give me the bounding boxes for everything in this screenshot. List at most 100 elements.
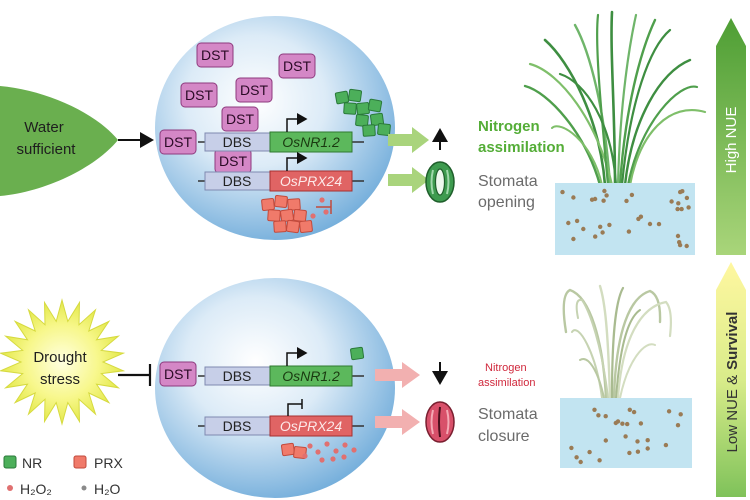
svg-text:OsNR1.2: OsNR1.2 [282,134,340,150]
prx-protein [274,195,288,208]
h2o2-molecule [307,443,313,449]
output-arrow-stomata [388,167,429,193]
output-arrow-nitrogen [375,362,420,388]
soil-particle [574,455,579,460]
soil-particle [581,226,586,232]
nr-protein [355,114,369,127]
soil-particle [638,421,644,426]
nucleus-sphere [155,278,395,498]
open-stomata-icon [425,161,455,203]
soil-particle [627,407,632,412]
legend-prx-swatch [73,455,87,469]
inhibition-arrow [118,364,152,386]
nr-protein [347,88,363,103]
nr-protein-cluster [334,88,391,137]
stomata-label-line1: Stomata [478,173,538,190]
dbs-element-nr: DBS [204,132,271,152]
soil-particle [623,434,628,439]
prx-protein [293,209,307,222]
dst-protein: DST [235,77,273,103]
condition-label-line2: sufficient [17,141,77,158]
h2o2-molecule [333,448,339,454]
soil-particle [678,189,683,195]
soil-particle [626,229,632,234]
soil-particle [603,414,608,419]
transcription-start-arrow [286,113,308,132]
soil-particle [656,221,662,227]
svg-text:DST: DST [201,47,229,63]
soil-particle [578,459,583,465]
soil-particle [663,442,669,448]
svg-text:OsPRX24: OsPRX24 [280,173,342,189]
h2o2-molecule-cluster [310,197,329,219]
nitrogen-assimilation-label-line2: assimilation [478,377,535,389]
h2o2-molecule [342,442,348,448]
nitrogen-assimilation-label-line2: assimilation [478,139,565,156]
dbs-element-nr: DBS [204,366,271,386]
svg-text:DST: DST [219,153,247,169]
dst-protein-group: DST DST DST DST DST DST DST [159,42,316,174]
soil-particle [600,230,605,235]
nr-protein [362,124,376,137]
nr-protein [367,98,383,113]
soil-particle [624,198,629,204]
soil-particle [569,445,574,451]
gene-osprx: OsPRX24 [269,415,353,437]
soil-particle [593,234,598,239]
condition-label-line1: Drought [33,349,87,366]
legend-h2o2-label: H₂O₂ [20,481,52,497]
soil-particle [647,221,653,227]
closed-stomata-icon [425,401,455,443]
nr-protein [334,90,350,105]
healthy-rice-plant [523,10,707,187]
soil-particle-group [560,188,691,249]
soil-particle [607,222,612,228]
soil-particle [613,420,618,426]
high-nue-label: High NUE [723,107,740,174]
soil-particle [625,421,630,427]
transcription-start-arrow [286,152,308,171]
soil-particle [601,198,606,203]
soil-particle [571,236,576,242]
h2o2-molecule [341,454,347,460]
soil-particle [596,413,601,418]
soil-particle [574,218,580,224]
nr-protein [350,346,365,361]
survival-label-part: Survival [724,312,741,370]
repressed-transcription-mark [287,399,303,416]
soil-particle [631,409,637,415]
h2o2-molecule [351,447,357,453]
prx-protein [287,198,301,211]
nr-protein [369,112,385,127]
nitrogen-assimilation-label-line1: Nitrogen [478,118,540,135]
h2o2-molecule [310,213,316,219]
h2o2-molecule [319,197,325,203]
h2o2-molecule-cluster [302,441,357,463]
soil-particle [635,439,640,444]
soil-particle [571,195,576,200]
stomata-label-line1: Stomata [478,406,538,423]
soil-particle [645,446,650,451]
condition-label-line2: stress [40,371,80,388]
dst-protein: DST [278,53,316,79]
soil-particle [597,458,602,463]
nr-protein [356,102,370,115]
low-nue-survival-indicator [716,262,746,497]
soil-particle [669,199,674,204]
svg-text:DST: DST [164,134,192,150]
prx-protein [267,209,281,222]
svg-text:DBS: DBS [223,418,252,434]
inhibition-bar [316,200,332,214]
dst-protein: DST [196,42,234,68]
prx-protein [285,219,301,234]
high-nue-indicator [716,18,746,255]
svg-text:DST: DST [283,58,311,74]
h2o2-molecule [319,457,325,463]
soil-particle [678,412,683,417]
svg-text:DST: DST [185,87,213,103]
soil-particle [589,197,595,202]
dst-protein: DST [221,106,259,132]
dst-protein: DST [159,129,197,155]
stressed-rice-plant [562,284,672,400]
